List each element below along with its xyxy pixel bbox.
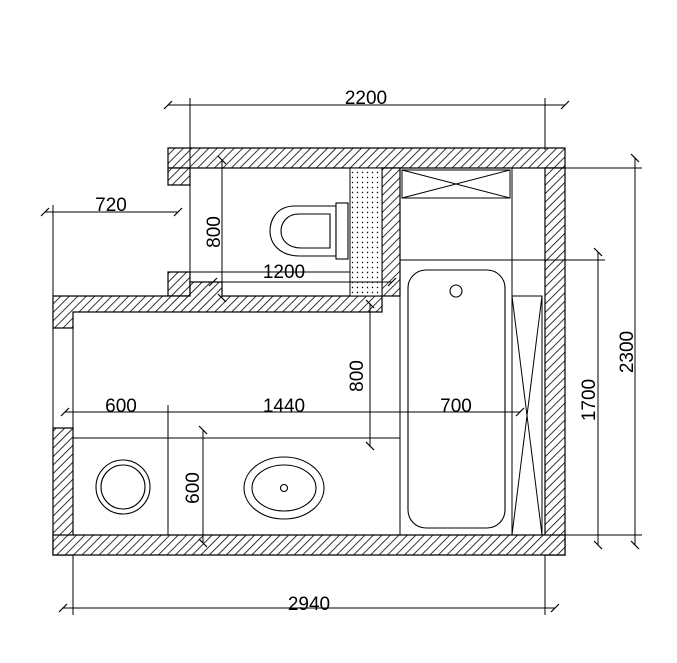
sink-basin-icon <box>243 456 325 520</box>
dim-counter-width: 1440 <box>263 396 305 417</box>
wall-right <box>544 167 566 556</box>
wall-partition <box>381 167 401 297</box>
tall-cabinet-icon <box>511 295 543 536</box>
toilet-icon <box>269 202 349 260</box>
dim-right-inner-height: 1700 <box>579 379 600 421</box>
wall-wc-left <box>167 167 191 186</box>
dim-wc-width: 1200 <box>263 262 305 283</box>
shower-cabinet-icon <box>401 169 511 199</box>
dim-cabinet-width: 600 <box>105 396 137 417</box>
dim-middle-height: 800 <box>347 360 368 392</box>
dimension-lines <box>40 98 642 615</box>
wall-top <box>167 147 566 169</box>
dim-left-recess-width: 720 <box>95 195 127 216</box>
bathtub-icon <box>407 269 506 529</box>
duct-box <box>349 167 383 297</box>
washing-machine-icon <box>95 459 151 515</box>
dim-bath-width: 700 <box>440 396 472 417</box>
dim-counter-depth: 600 <box>183 472 204 504</box>
dim-wc-height: 800 <box>204 216 225 248</box>
dim-bottom-width: 2940 <box>288 594 330 615</box>
wall-middle-horizontal <box>52 281 383 329</box>
wall-bottom <box>52 534 566 556</box>
dim-top-width: 2200 <box>345 88 387 109</box>
wall-wc-left-lower <box>167 271 191 297</box>
dim-right-total-height: 2300 <box>617 331 638 373</box>
walls <box>52 147 566 556</box>
